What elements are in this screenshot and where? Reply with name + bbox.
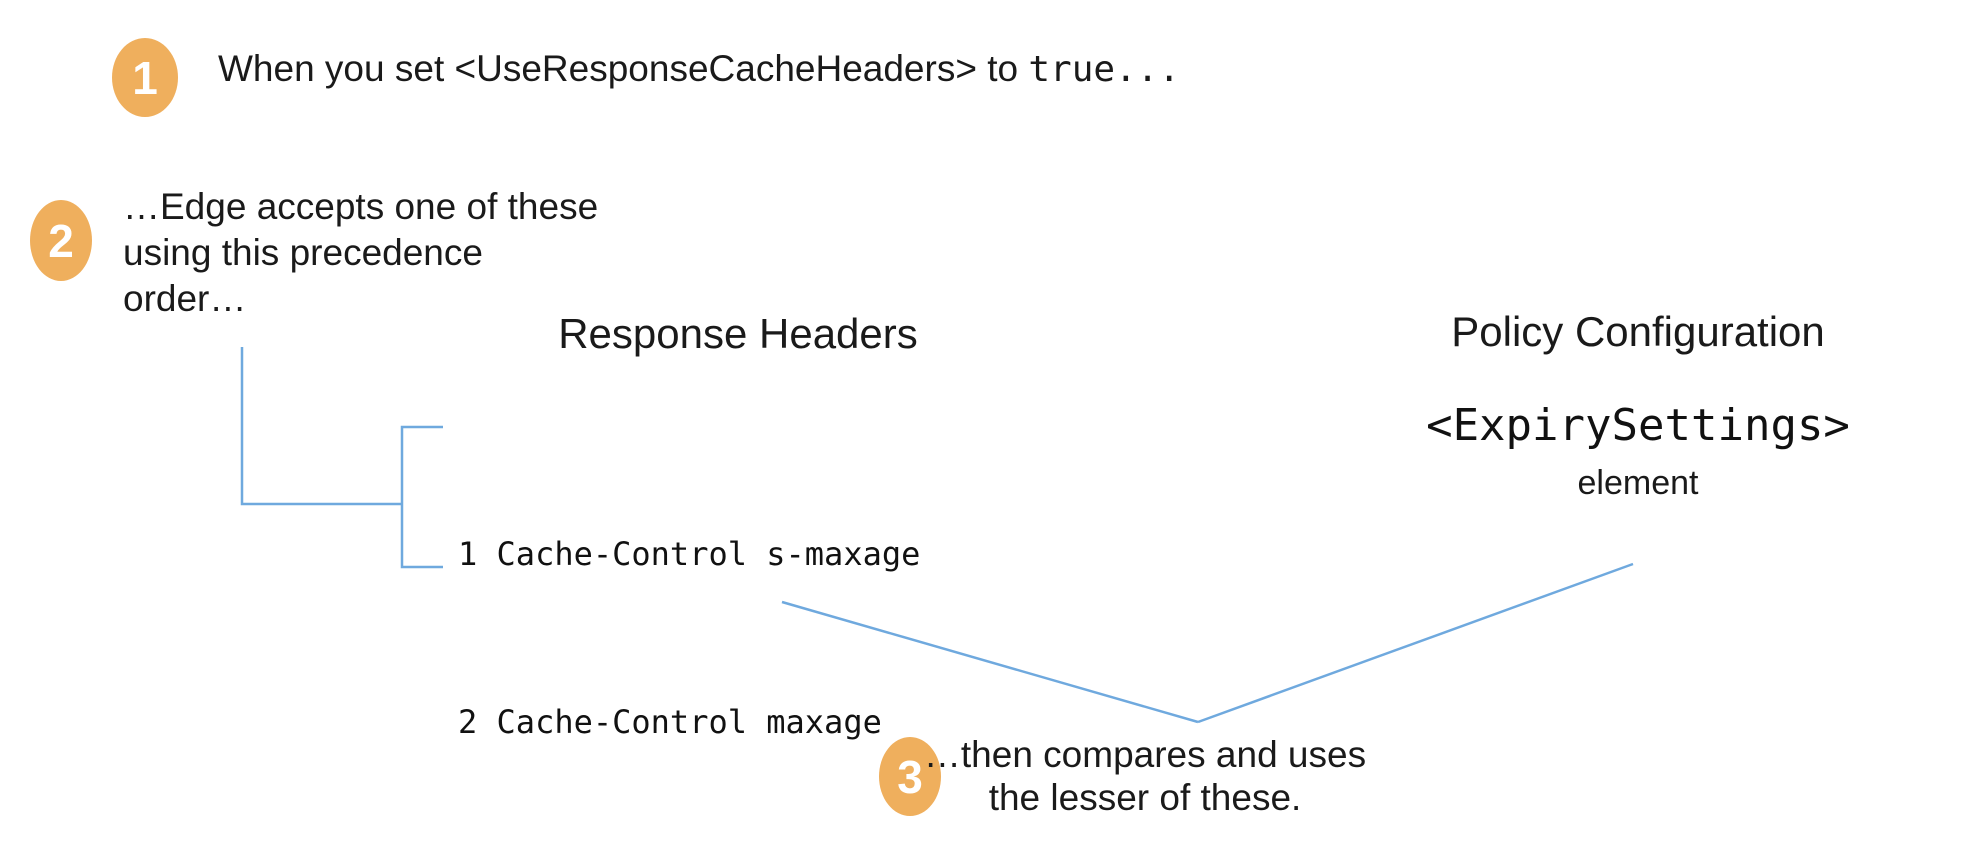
step-2-number: 2: [48, 214, 74, 267]
compare-right-line: [1197, 562, 1634, 724]
step-2-line-2: using this precedence: [123, 232, 483, 273]
header-item-2: 2 Cache-Control maxage: [458, 703, 882, 741]
step-1-badge: 1: [112, 38, 178, 117]
response-headers-list: 1 Cache-Control s-maxage 2 Cache-Control…: [458, 414, 920, 858]
element-caption: element: [1577, 464, 1699, 502]
step-3-text: …then compares and uses the lesser of th…: [915, 733, 1375, 819]
step-2-text: …Edge accepts one of these using this pr…: [123, 184, 598, 322]
precedence-bracket: [400, 425, 443, 569]
response-headers-title: Response Headers: [558, 310, 918, 357]
step-2-badge: 2: [30, 200, 92, 281]
step-3-line-2: the lesser of these.: [988, 777, 1302, 818]
policy-configuration-title: Policy Configuration: [1451, 308, 1825, 355]
step-3-number: 3: [897, 750, 923, 803]
header-item-1: 1 Cache-Control s-maxage: [458, 535, 921, 573]
step-1-number: 1: [132, 51, 158, 104]
precedence-elbow-line: [240, 347, 402, 506]
step-3-badge: 3: [879, 737, 941, 816]
step-1-text-prefix: When you set <UseResponseCacheHeaders> t…: [218, 48, 1029, 89]
step-2-line-1: …Edge accepts one of these: [123, 186, 599, 227]
step-2-line-3: order…: [123, 278, 247, 319]
expiry-settings-code: <ExpirySettings>: [1426, 400, 1850, 451]
step-1-text-code: true...: [1028, 49, 1181, 90]
step-1-text: When you set <UseResponseCacheHeaders> t…: [218, 46, 1180, 93]
step-3-line-1: …then compares and uses: [923, 734, 1367, 775]
